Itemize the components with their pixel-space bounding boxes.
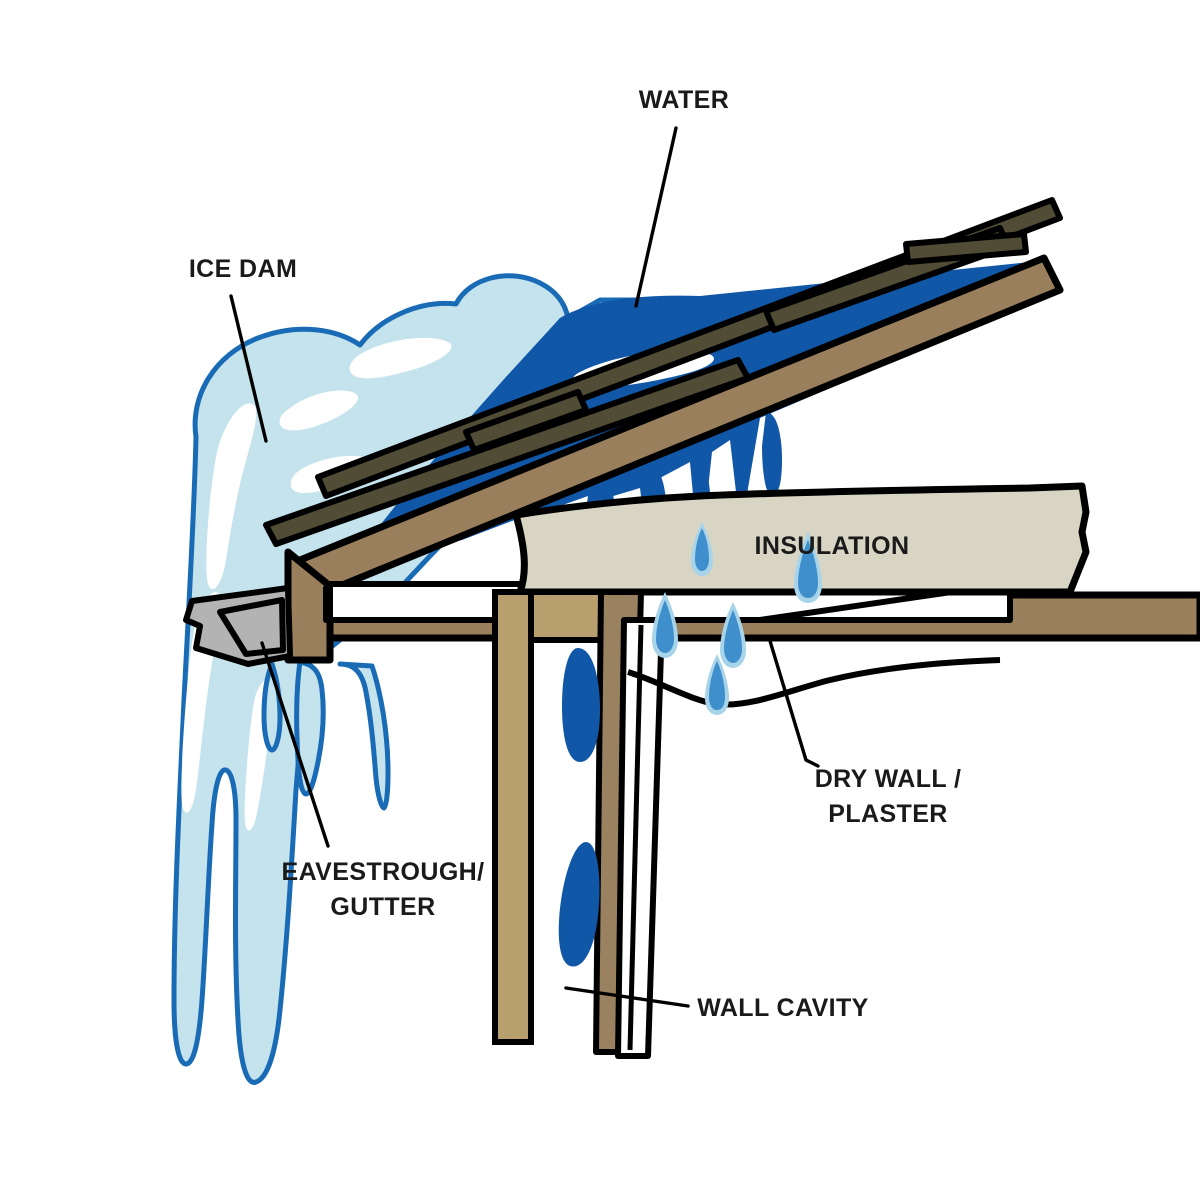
leader-wall-cavity xyxy=(564,986,690,1008)
ice-dam-mass xyxy=(171,273,643,1085)
drywall-edge-line xyxy=(627,624,644,1051)
drywall-panel xyxy=(615,617,1001,1059)
insulation-batt xyxy=(512,482,1090,596)
label-group: WATER ICE DAM INSULATION DRY WALL / PLAS… xyxy=(189,86,961,1022)
ice-highlight-4 xyxy=(349,337,452,379)
label-drywall-line2: PLASTER xyxy=(828,800,947,828)
leader-eavestrough xyxy=(260,641,330,848)
leader-drywall xyxy=(768,639,820,768)
label-eavestrough-line1: EAVESTROUGH/ xyxy=(282,858,485,886)
icicle-2 xyxy=(337,661,391,811)
water-drop-1 xyxy=(691,522,713,576)
leader-ice-dam xyxy=(229,294,268,443)
leader-line-group xyxy=(229,126,820,1008)
label-water: WATER xyxy=(639,86,729,114)
label-wall-cavity: WALL CAVITY xyxy=(697,994,869,1022)
wall-cavity-water xyxy=(558,648,600,967)
gutter-inner-lip xyxy=(217,597,286,657)
label-insulation: INSULATION xyxy=(755,532,910,560)
water-drop-4 xyxy=(720,602,746,668)
drywall-face xyxy=(615,617,665,1059)
water-drop-3 xyxy=(652,592,678,658)
leader-water xyxy=(634,126,678,308)
ice-highlight-1 xyxy=(206,403,257,590)
wall-stud-left xyxy=(492,589,534,1045)
water-drop-2 xyxy=(794,532,822,603)
water-drop-group xyxy=(652,522,822,715)
shingle-3 xyxy=(463,389,589,453)
ice-highlight-5 xyxy=(279,390,359,431)
icicle-1 xyxy=(294,659,326,797)
label-ice-dam: ICE DAM xyxy=(189,255,297,283)
ceiling-sag-line xyxy=(627,657,1001,708)
shingle-5 xyxy=(903,231,1029,265)
attic-insulation xyxy=(512,482,1090,596)
roof-shingle-group xyxy=(263,197,1063,547)
cavity-water-lower xyxy=(558,842,600,967)
eavestrough-gutter xyxy=(183,585,293,667)
water-drop-5 xyxy=(705,654,729,715)
cavity-water-upper xyxy=(562,648,600,762)
label-eavestrough-line2: GUTTER xyxy=(330,893,435,921)
label-drywall-line1: DRY WALL / xyxy=(815,765,962,793)
water-drip-4 xyxy=(762,412,782,496)
